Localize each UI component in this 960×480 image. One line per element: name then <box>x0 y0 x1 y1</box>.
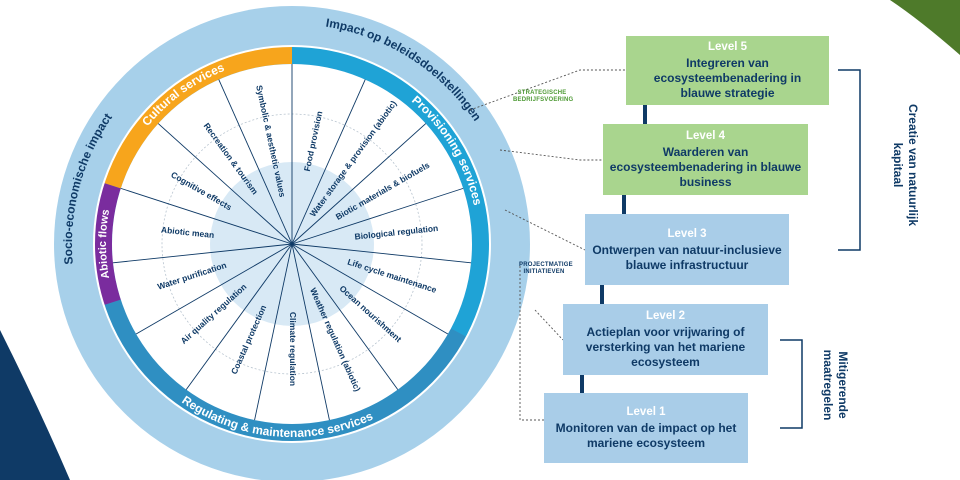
mitigating-bracket <box>780 339 803 429</box>
project-label: PROJECTMATIGE INITIATIEVEN <box>519 262 573 275</box>
spoke-line <box>120 187 293 245</box>
spoke-line <box>291 243 330 421</box>
level-2-description: Actieplan voor vrijwaring of versterking… <box>585 325 746 369</box>
regulating-sector-band <box>103 299 467 442</box>
level-4-description: Waarderen van ecosysteembenadering in bl… <box>609 145 802 189</box>
level-1-box: Level 1 Monitoren van de impact op het m… <box>544 393 748 463</box>
corner-decoration-bottom-left <box>0 330 70 480</box>
level-1-description: Monitoren van de impact op het mariene e… <box>555 421 737 450</box>
level-1-title: Level 1 <box>626 406 666 418</box>
strategic-label: STRATEGISCHE BEDRIJFSVOERING <box>513 90 574 103</box>
spoke-label: Climate regulation <box>288 312 298 386</box>
connector-level-4 <box>499 149 603 161</box>
connector-level-3 <box>504 209 586 251</box>
spoke-line <box>291 243 449 335</box>
spoke-line <box>291 243 472 264</box>
spoke-line <box>291 123 427 245</box>
level-4-box: Level 4 Waarderen van ecosysteembenaderi… <box>603 124 808 195</box>
connector-level-2 <box>534 309 564 341</box>
corner-decoration-top-right <box>890 0 960 55</box>
connector-level-1 <box>519 262 544 421</box>
ring-separator <box>93 45 491 443</box>
creation-label: Creatie van natuurlijk kapitaal <box>891 103 920 227</box>
spoke-line <box>254 243 293 421</box>
spoke-line <box>135 243 293 335</box>
level-2-box: Level 2 Actieplan voor vrijwaring of ver… <box>563 304 768 375</box>
level-4-title: Level 4 <box>686 130 725 142</box>
spoke-line <box>218 79 293 245</box>
cultural-sector-band <box>103 46 292 189</box>
spoke-line <box>112 243 293 264</box>
connector-level-5 <box>469 69 626 111</box>
spoke-line <box>291 243 399 390</box>
abiotic-sector-band <box>93 182 121 306</box>
level-3-description: Ontwerpen van natuur-inclusieve blauwe i… <box>592 242 782 272</box>
spoke-line <box>185 243 293 390</box>
level-5-box: Level 5 Integreren van ecosysteembenader… <box>626 36 829 105</box>
spoke-line <box>291 187 464 245</box>
creation-bracket <box>838 69 861 251</box>
level-3-title: Level 3 <box>667 227 707 240</box>
provisioning-sector-band <box>292 46 490 337</box>
level-2-title: Level 2 <box>646 310 685 322</box>
mitigating-label: Mitigerende maatregelen <box>821 349 850 421</box>
spoke-line <box>291 79 366 245</box>
spoke-line <box>157 123 293 245</box>
level-5-description: Integreren van ecosysteembenadering in b… <box>653 56 802 100</box>
abiotic-label: Abiotic flows <box>97 208 112 279</box>
level-3-box: Level 3 Ontwerpen van natuur-inclusieve … <box>585 214 789 285</box>
level-5-title: Level 5 <box>708 41 747 53</box>
